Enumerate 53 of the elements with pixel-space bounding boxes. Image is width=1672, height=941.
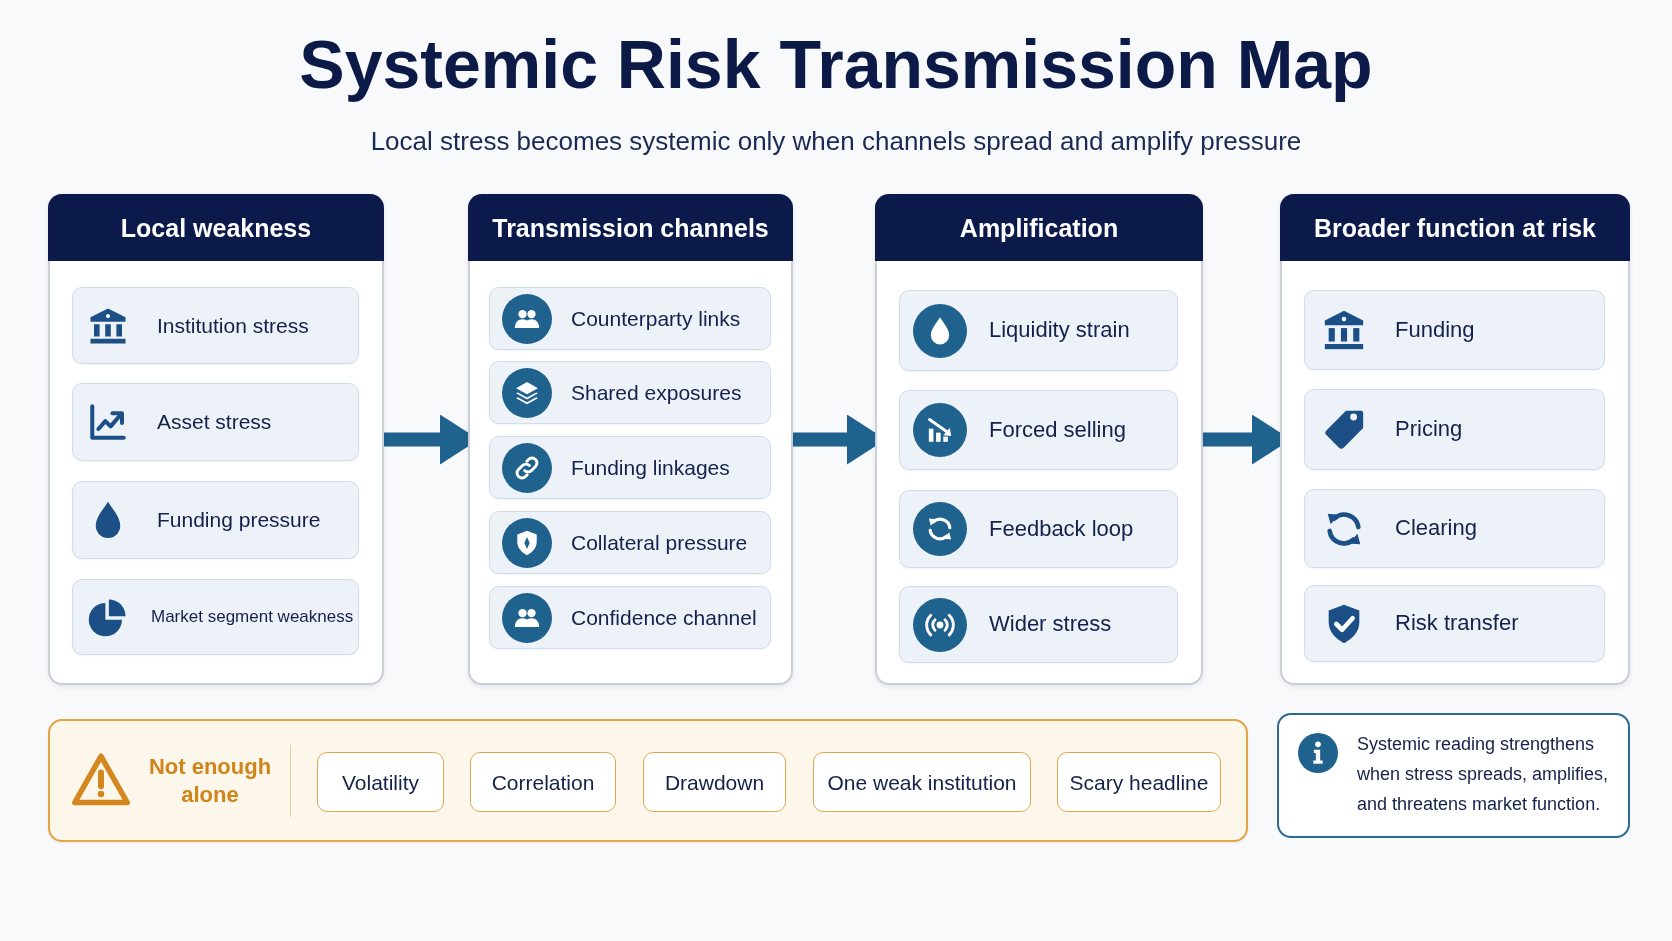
item-card — [72, 383, 359, 461]
card-label: Funding pressure — [157, 507, 321, 533]
item-card — [489, 361, 771, 424]
term-pill: Correlation — [470, 752, 616, 812]
card-label: Counterparty links — [571, 305, 741, 332]
term-pill: Scary headline — [1057, 752, 1221, 812]
column-panel — [48, 194, 384, 685]
card-label: Wider stress — [989, 611, 1112, 638]
item-card — [1304, 585, 1605, 662]
card-label: Feedback loop — [989, 515, 1134, 543]
column-panel — [468, 194, 793, 685]
card-label: Funding linkages — [571, 454, 730, 481]
card-label: Asset stress — [157, 409, 272, 435]
item-card — [72, 579, 359, 655]
card-label: Forced selling — [989, 416, 1126, 444]
column-header: Amplification — [875, 194, 1203, 261]
item-card — [1304, 489, 1605, 568]
card-label: Pricing — [1395, 416, 1463, 443]
card-label: Clearing — [1395, 515, 1477, 542]
column-header: Local weakness — [48, 194, 384, 261]
card-label: Risk transfer — [1395, 610, 1519, 637]
info-note — [1277, 713, 1630, 838]
card-label: Market segment weakness — [151, 606, 354, 628]
term-pill: Drawdown — [643, 752, 786, 812]
note-text: Systemic reading strengthens when stress spreads, amplifies, and threatens market function. — [1357, 733, 1610, 816]
item-card — [489, 436, 771, 499]
card-label: Shared exposures — [571, 379, 742, 406]
column-header: Broader function at risk — [1280, 194, 1630, 261]
column-panel — [1280, 194, 1630, 685]
card-label: Confidence channel — [571, 604, 757, 631]
term-pill: One weak institution — [813, 752, 1031, 812]
item-card — [489, 586, 771, 649]
card-label: Funding — [1395, 316, 1475, 344]
item-card — [899, 586, 1178, 663]
column-header: Transmission channels — [468, 194, 793, 261]
card-label: Collateral pressure — [571, 529, 748, 556]
warning-panel — [48, 719, 1248, 842]
title: Systemic Risk Transmission Map — [299, 25, 1373, 104]
item-card — [489, 287, 771, 350]
item-card — [899, 490, 1178, 568]
card-label: Institution stress — [157, 312, 309, 339]
panel-heading: Not enough alone — [147, 752, 273, 809]
item-card — [1304, 389, 1605, 470]
term-pill: Volatility — [317, 752, 444, 812]
card-label: Liquidity strain — [989, 317, 1130, 344]
item-card — [899, 390, 1178, 470]
column-panel — [875, 194, 1203, 685]
item-card — [72, 287, 359, 364]
subtitle: Local stress becomes systemic only when channels spread and amplify pressure — [370, 125, 1302, 158]
item-card — [489, 511, 771, 574]
item-card — [899, 290, 1178, 371]
item-card — [72, 481, 359, 559]
item-card — [1304, 290, 1605, 370]
